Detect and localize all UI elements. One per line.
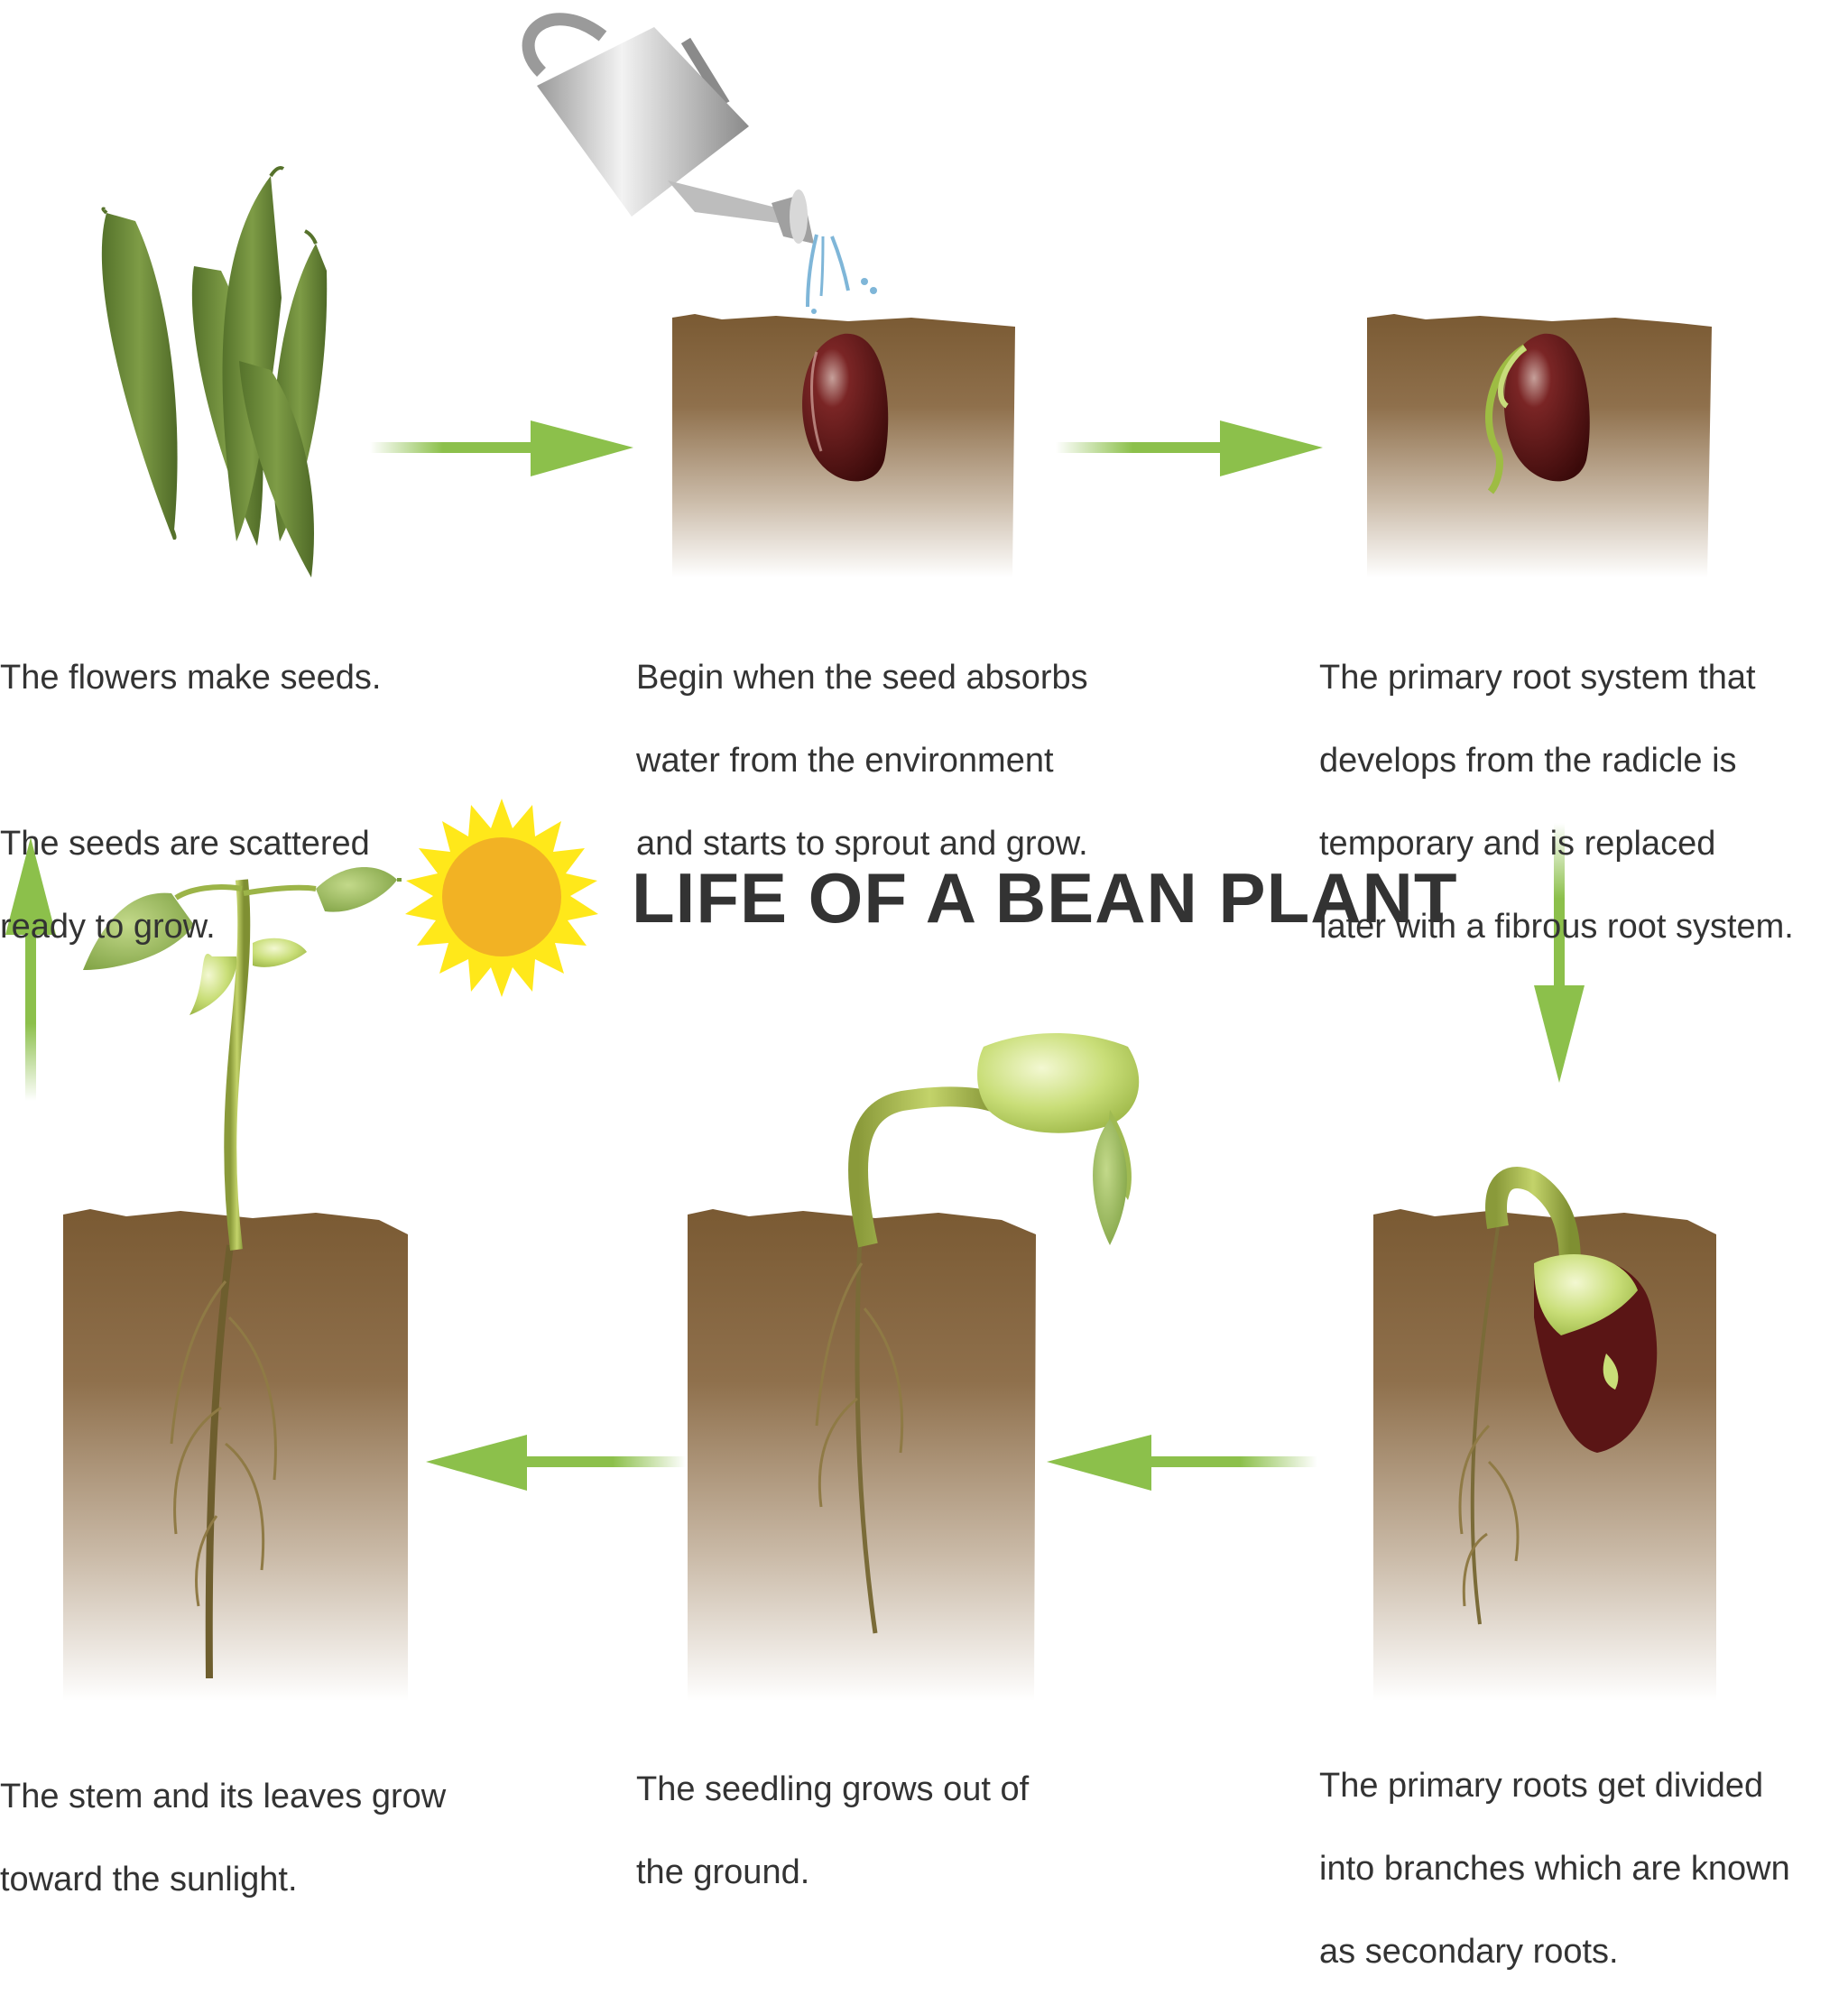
caption-stage-5: The seedling grows out of the ground. [636, 1727, 1196, 1935]
caption-stage-6-line-1: The stem and its leaves grow [0, 1778, 447, 1815]
bean-pod-icon [101, 166, 328, 577]
caption-stage-2-line-3: and starts to sprout and grow. [636, 825, 1088, 863]
caption-stage-2-line-2: water from the environment [636, 742, 1054, 780]
caption-stage-4-line-3: as secondary roots. [1319, 1933, 1619, 1971]
caption-stage-6-line-2: toward the sunlight. [0, 1861, 298, 1899]
arrow-right-2 [1056, 420, 1323, 476]
arrow-up [5, 837, 56, 1101]
bean-lifecycle-illustration [5, 13, 1716, 1701]
caption-stage-1: The flowers make seeds. The seeds are sc… [0, 615, 469, 989]
caption-stage-4: The primary roots get divided into branc… [1319, 1723, 1848, 2014]
sun-icon [405, 799, 598, 997]
caption-stage-4-line-1: The primary roots get divided [1319, 1767, 1764, 1805]
caption-stage-1-line-2 [0, 740, 469, 781]
arrow-left-2 [426, 1435, 686, 1491]
caption-stage-3-line-3: temporary and is replaced [1319, 825, 1716, 863]
caption-stage-5-line-2: the ground. [636, 1853, 810, 1891]
arrow-down [1534, 823, 1585, 1083]
caption-stage-6: The stem and its leaves grow toward the … [0, 1734, 559, 1942]
caption-stage-3: The primary root system that develops fr… [1319, 615, 1848, 989]
caption-stage-2: Begin when the seed absorbs water from t… [636, 615, 1196, 906]
arrow-right-1 [370, 420, 633, 476]
caption-stage-3-line-4: later with a fibrous root system. [1319, 908, 1794, 946]
bean-plant-icon [83, 867, 402, 1679]
caption-stage-4-line-2: into branches which are known [1319, 1850, 1790, 1888]
seedling-icon [815, 1033, 1140, 1634]
caption-stage-3-line-2: develops from the radicle is [1319, 742, 1737, 780]
caption-stage-1-line-3: The seeds are scattered [0, 825, 370, 863]
caption-stage-1-line-4: ready to grow. [0, 908, 216, 946]
page-title: LIFE OF A BEAN PLANT [632, 858, 1458, 938]
bean-seed-icon [802, 333, 889, 482]
watering-can-icon [522, 13, 877, 314]
caption-stage-2-line-1: Begin when the seed absorbs [636, 659, 1088, 697]
caption-stage-1-line-1: The flowers make seeds. [0, 659, 382, 697]
caption-stage-5-line-1: The seedling grows out of [636, 1770, 1030, 1808]
arrow-left-1 [1047, 1435, 1317, 1491]
caption-stage-3-line-1: The primary root system that [1319, 659, 1756, 697]
seedling-hook-icon [1458, 1167, 1658, 1625]
germinating-seed-icon [1485, 333, 1590, 494]
soil-block-stage5 [688, 1209, 1036, 1701]
